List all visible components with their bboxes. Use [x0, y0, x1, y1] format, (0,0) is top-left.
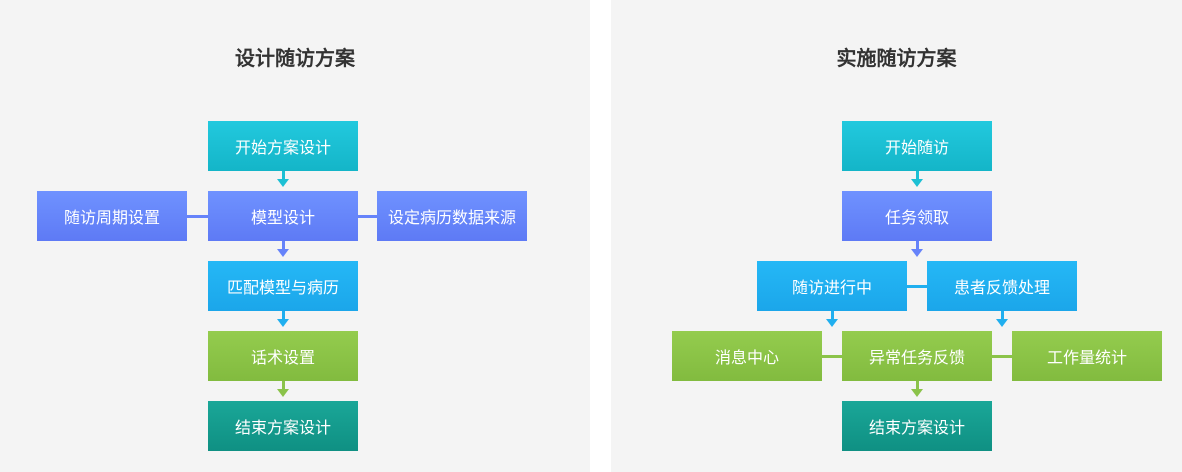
- cycle-setting-node: 随访周期设置: [37, 191, 187, 241]
- arrow-feedback-down: [996, 311, 1008, 327]
- design-plan-panel: 设计随访方案 开始方案设计 随访周期设置 模型设计 设定病历数据来源 匹配模型与…: [0, 0, 590, 472]
- start-design-node: 开始方案设计: [208, 121, 358, 171]
- data-source-node: 设定病历数据来源: [377, 191, 527, 241]
- end-design-node: 结束方案设计: [208, 401, 358, 451]
- implement-plan-title: 实施随访方案: [836, 46, 957, 70]
- message-center-node: 消息中心: [672, 331, 822, 381]
- arrow-model-to-match: [277, 241, 289, 257]
- arrow-match-to-script: [277, 311, 289, 327]
- arrow-claim-to-progress: [911, 241, 923, 257]
- followup-in-progress-node: 随访进行中: [757, 261, 907, 311]
- match-node: 匹配模型与病历: [208, 261, 358, 311]
- script-setting-node: 话术设置: [208, 331, 358, 381]
- implement-plan-panel: 实施随访方案 开始随访 任务领取 随访进行中 患者反馈处理 消息中心 异常任务反…: [611, 0, 1182, 472]
- arrow-start-to-model: [277, 171, 289, 187]
- arrow-abnormal-to-end: [911, 381, 923, 397]
- task-claim-node: 任务领取: [842, 191, 992, 241]
- start-followup-node: 开始随访: [842, 121, 992, 171]
- arrow-progress-down: [826, 311, 838, 327]
- connector-message-abnormal: [822, 355, 842, 358]
- connector-progress-feedback: [907, 285, 927, 288]
- workload-stats-node: 工作量统计: [1012, 331, 1162, 381]
- end-implement-node: 结束方案设计: [842, 401, 992, 451]
- arrow-script-to-end: [277, 381, 289, 397]
- design-plan-title: 设计随访方案: [235, 46, 355, 70]
- connector-abnormal-workload: [992, 355, 1013, 358]
- model-design-node: 模型设计: [208, 191, 358, 241]
- arrow-start-to-claim: [911, 171, 923, 187]
- connector-model-source: [358, 215, 378, 218]
- connector-cycle-model: [187, 215, 208, 218]
- patient-feedback-node: 患者反馈处理: [927, 261, 1077, 311]
- abnormal-feedback-node: 异常任务反馈: [842, 331, 992, 381]
